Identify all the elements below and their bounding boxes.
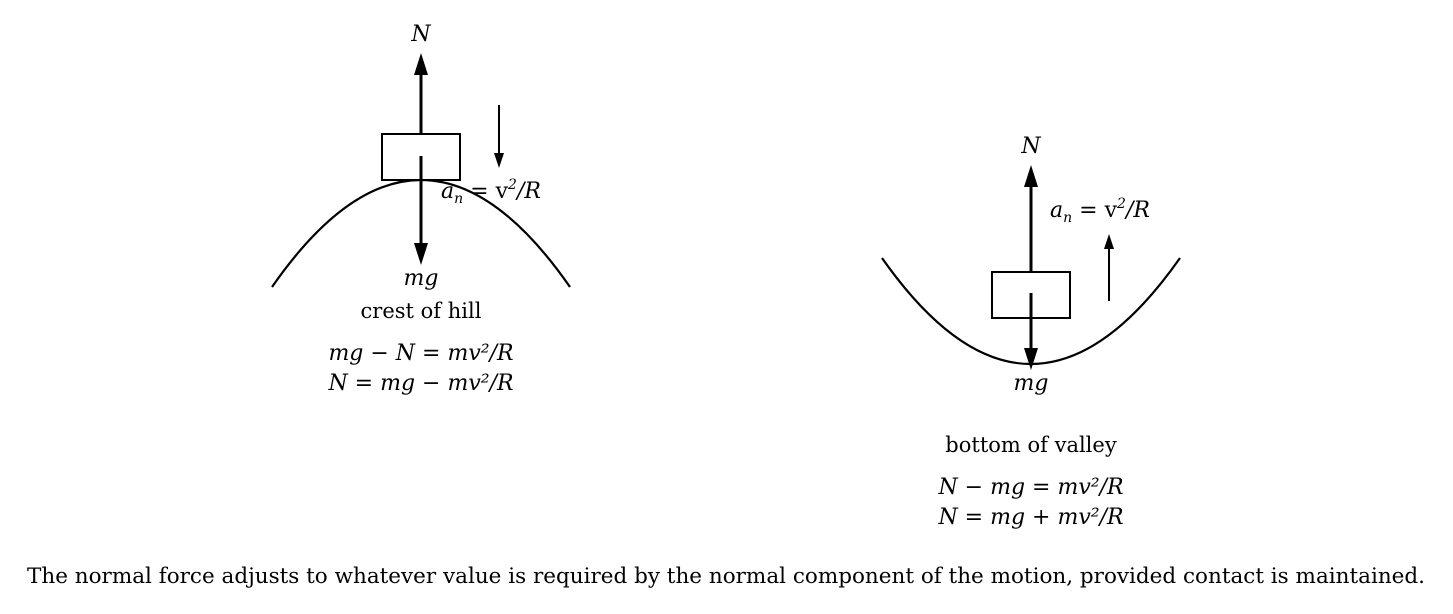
hill-equation-2: N = mg − mv²/R <box>327 371 513 396</box>
figure-caption: The normal force adjusts to whatever val… <box>27 564 1425 588</box>
valley-normal-force-arrowhead <box>1024 165 1038 187</box>
hill-normal-force-arrowhead <box>414 53 428 75</box>
hill-weight-arrowhead <box>414 243 428 265</box>
valley-normal-force-label: N <box>1020 134 1041 159</box>
valley-title: bottom of valley <box>945 433 1117 457</box>
hill-equation-1: mg − N = mv²/R <box>328 341 513 366</box>
hill-normal-force-label: N <box>410 22 431 47</box>
valley-equation-1: N − mg = mv²/R <box>937 475 1123 500</box>
hill-acceleration-arrowhead <box>494 153 504 168</box>
valley-acceleration-arrowhead <box>1104 234 1114 249</box>
valley-acceleration-label: an = v2/R <box>1050 196 1150 226</box>
hill-acceleration-label: an = v2/R <box>441 177 541 207</box>
valley-weight-label: mg <box>1014 371 1049 396</box>
valley-weight-arrowhead <box>1024 348 1038 370</box>
hill-title: crest of hill <box>361 299 482 323</box>
valley-equation-2: N = mg + mv²/R <box>937 505 1123 530</box>
hill-weight-label: mg <box>404 266 439 291</box>
valley-diagram: N mg an = v2/R bottom of valley N − mg =… <box>881 134 1181 530</box>
hill-diagram: N mg an = v2/R crest of hill mg − N = mv… <box>271 22 571 396</box>
